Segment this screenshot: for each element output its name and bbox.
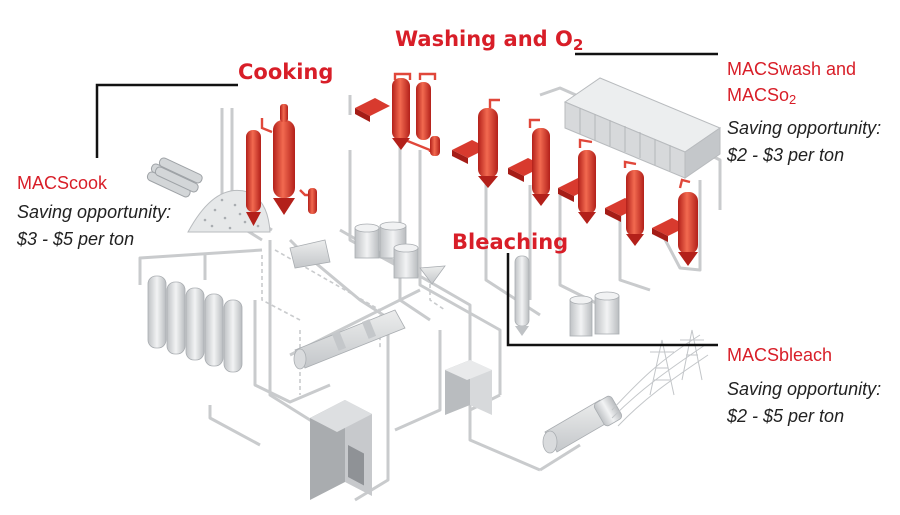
macswash-product-line2: MACSo2 [727,82,881,113]
washing-title: Washing and O2 [395,27,583,54]
leader-lines [95,52,718,347]
cooking-digesters [246,104,317,226]
macscook-callout: MACScook Saving opportunity: $3 - $5 per… [17,170,171,253]
turbine-generator [542,395,623,454]
macsbleach-saving-label: Saving opportunity: [727,379,882,399]
macso2-text: MACSo [727,85,790,105]
washing-towers [355,78,698,266]
wood-logs [146,157,203,198]
macscook-saving-label: Saving opportunity: [17,202,172,222]
macswash-product-line1: MACSwash and [727,59,857,79]
evaporator-bank [147,275,243,373]
recovery-boiler [310,400,372,500]
macsbleach-product: MACSbleach [727,345,833,365]
cook-leader-line [95,83,238,158]
power-pylons [611,329,709,427]
macsbleach-callout: MACSbleach Saving opportunity: $2 - $5 p… [727,342,881,430]
washing-title-text: Washing and O [395,27,573,51]
macswash-saving-value: $2 - $3 per ton [727,145,845,166]
macswash-saving-label: Saving opportunity: [727,118,882,139]
control-cabinet [445,360,492,415]
cooking-title: Cooking [238,60,334,84]
paper-machine-building [563,77,722,179]
macsbleach-saving-value: $2 - $5 per ton [727,406,845,426]
lime-kiln [293,309,406,370]
macscook-product: MACScook [17,173,108,193]
washing-title-subscript: 2 [572,35,584,54]
bleaching-title: Bleaching [452,230,569,254]
macso2-subscript: 2 [789,92,797,108]
gray-tanks [289,221,620,337]
macswash-callout: MACSwash and MACSo2 Saving opportunity: … [727,56,881,169]
macscook-saving-value: $3 - $5 per ton [17,229,135,249]
bleach-leader-line [506,253,718,347]
